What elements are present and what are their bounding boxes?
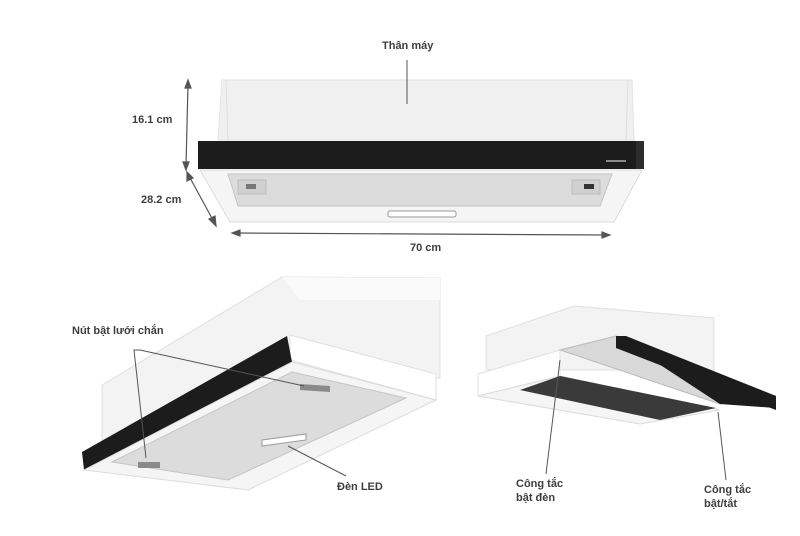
label-led: Đèn LED [337,481,383,493]
control-panel [198,141,644,169]
label-filter-release: Nút bật lưới chắn [72,325,164,337]
brand-logo [606,160,626,162]
label-height: 16.1 cm [132,114,173,126]
label-light-switch-line1: Công tắc [516,478,564,490]
led-light [387,210,457,218]
grease-filter [110,371,408,481]
label-depth: 28.2 cm [141,194,182,206]
control-panel [82,336,292,470]
right-view-hood [477,305,776,481]
dimension-arrows [182,78,612,239]
grease-filter [227,173,613,207]
left-view-hood [82,276,441,491]
label-power-switch-line2: bật/tắt [704,498,737,510]
label-power-switch-line1: Công tắc [704,484,752,496]
led-light [261,433,307,447]
filter-release-button-back [300,384,330,392]
label-light-switch-line2: bật đèn [516,492,556,504]
label-width: 70 cm [410,242,442,254]
top-view-hood [198,60,644,223]
label-body: Thân máy [382,40,434,52]
filter-release-button-front [138,462,160,468]
